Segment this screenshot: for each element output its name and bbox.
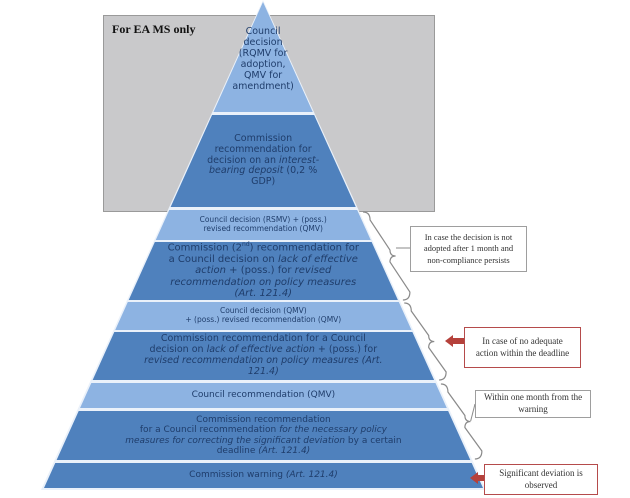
pyramid-level-council-decision-rsmv: [155, 210, 371, 240]
pyramid-level-commission-rec-policy-measures: [56, 411, 471, 460]
pyramid-level-commission-warning: [44, 463, 483, 488]
arrow-left-icon: [445, 335, 464, 347]
pyramid-level-commission-2nd-rec: [128, 242, 398, 300]
pyramid-level-council-decision-rqmv: [213, 2, 313, 112]
connector-line: [470, 403, 476, 422]
pyramid-level-council-recommendation: [80, 383, 447, 408]
bracket-icon: [404, 302, 447, 381]
pyramid-level-council-decision-qmv: [115, 302, 412, 330]
pyramid-level-label: Council recommendation (QMV): [191, 390, 336, 401]
pyramid-level-label: Council decision (QMV)+ (poss.) revised …: [185, 306, 342, 324]
arrow-left-icon: [470, 472, 484, 484]
pyramid-level-commission-rec-interest-deposit: [170, 115, 356, 207]
bracket-icon: [363, 211, 411, 301]
pyramid-level-label: Council decision (RSMV) + (poss.)revised…: [199, 215, 327, 233]
bracket-icon: [440, 383, 483, 460]
pyramid-level-commission-rec-lack-action: [92, 332, 435, 380]
ea-ms-panel-label: For EA MS only: [112, 22, 196, 36]
pyramid-level-label: Council decision(RQMV for adoption,QMV f…: [232, 26, 294, 92]
pyramid-level-label: Commission warning (Art. 121.4): [189, 470, 338, 481]
